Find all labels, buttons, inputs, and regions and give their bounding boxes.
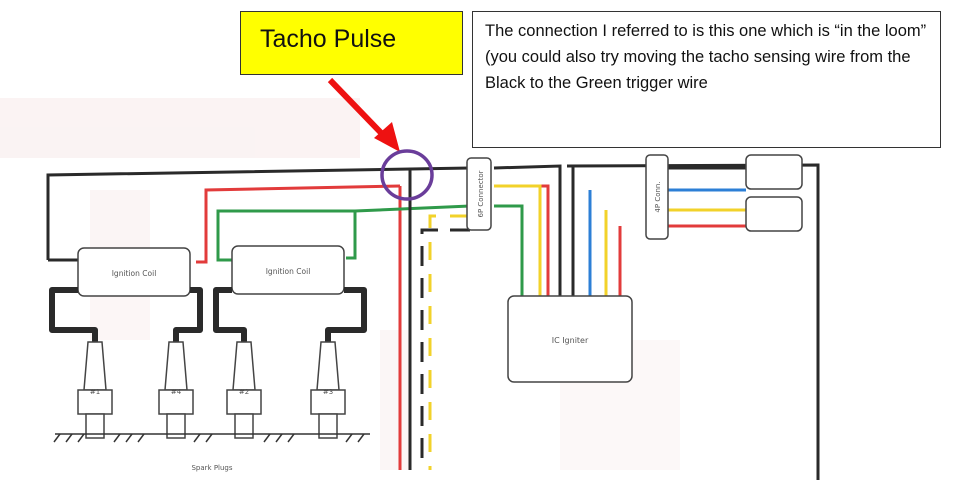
note-text: The connection I referred to is this one…: [485, 22, 927, 92]
tacho-pulse-label: Tacho Pulse: [260, 25, 397, 53]
output-box-bottom: [745, 196, 803, 232]
spark-plug-3: #3: [310, 341, 346, 439]
spark-plugs-caption: Spark Plugs: [191, 464, 232, 472]
plug-1-label: #1: [90, 388, 100, 396]
ignition-coil-right-label: Ignition Coil: [266, 267, 311, 276]
black-pulse-wires: [408, 166, 746, 470]
ht-leads: [49, 287, 367, 342]
ic-igniter: IC Igniter: [507, 295, 633, 383]
note-callout: The connection I referred to is this one…: [472, 11, 941, 148]
connector-4p-label: 4P Conn.: [654, 181, 662, 212]
ground-line: [53, 433, 370, 443]
ignition-coil-left: Ignition Coil: [77, 247, 191, 297]
spark-plug-1: #1: [77, 341, 113, 439]
green-wire: [216, 204, 524, 300]
connector-4p: 4P Conn.: [645, 154, 669, 240]
spark-plug-2: #2: [226, 341, 262, 439]
ignition-coil-right: Ignition Coil: [231, 245, 345, 295]
output-box-top: [745, 154, 803, 190]
plug-4-label: #4: [171, 388, 182, 396]
plug-2-label: #2: [239, 388, 249, 396]
connector-6p-label: 6P Connector: [477, 170, 485, 217]
ignition-coil-left-label: Ignition Coil: [112, 269, 157, 278]
yellow-wire: [428, 184, 746, 470]
tacho-pulse-callout: Tacho Pulse: [240, 11, 463, 75]
plug-3-label: #3: [323, 388, 333, 396]
ic-igniter-label: IC Igniter: [552, 336, 589, 345]
blue-wire: [588, 188, 746, 300]
connector-6p: 6P Connector: [466, 157, 492, 231]
tacho-junction-highlight: [380, 149, 434, 201]
tacho-arrow: [327, 77, 400, 152]
spark-plug-4: #4: [158, 341, 194, 439]
black-trunk-wire: [46, 163, 820, 480]
